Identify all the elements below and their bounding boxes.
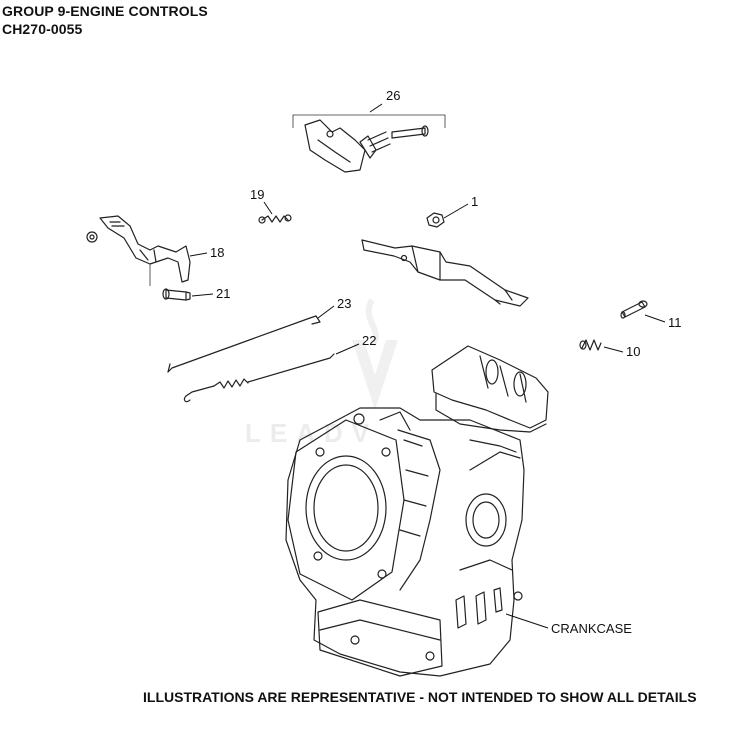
callout-10: 10 — [603, 344, 640, 359]
page-title: GROUP 9-ENGINE CONTROLS — [2, 3, 208, 19]
svg-text:1: 1 — [471, 194, 478, 209]
callout-19: 19 — [250, 187, 273, 215]
svg-text:10: 10 — [626, 344, 640, 359]
svg-text:26: 26 — [386, 88, 400, 103]
callout-11: 11 — [644, 314, 682, 330]
diagram-code: CH270-0055 — [2, 21, 83, 37]
part-1-nut — [426, 212, 445, 228]
callout-18: 18 — [189, 245, 224, 260]
footer-disclaimer: ILLUSTRATIONS ARE REPRESENTATIVE - NOT I… — [143, 689, 697, 705]
callout-1: 1 — [443, 194, 478, 219]
callout-crankcase: CRANKCASE — [505, 613, 632, 636]
throttle-bracket — [361, 239, 529, 307]
part-21-pin — [162, 288, 191, 301]
part-10-spring — [579, 339, 602, 351]
part-19-spring — [258, 214, 292, 224]
part-18-control-lever — [86, 215, 191, 286]
svg-text:23: 23 — [337, 296, 351, 311]
part-23-choke-rod — [167, 315, 321, 373]
callout-22: 22 — [335, 333, 376, 355]
svg-text:11: 11 — [668, 315, 682, 330]
part-26-governor-assembly — [292, 114, 446, 173]
svg-text:18: 18 — [210, 245, 224, 260]
callout-21: 21 — [191, 286, 230, 301]
callout-23: 23 — [317, 296, 351, 319]
part-11-bolt — [620, 300, 648, 319]
callout-26: 26 — [369, 88, 400, 113]
svg-text:22: 22 — [362, 333, 376, 348]
svg-text:CRANKCASE: CRANKCASE — [551, 621, 632, 636]
svg-text:21: 21 — [216, 286, 230, 301]
crankcase — [285, 345, 549, 677]
watermark: LEADV — [245, 298, 398, 448]
part-22-governor-link — [183, 353, 335, 403]
watermark-text: LEADV — [245, 418, 378, 448]
svg-text:19: 19 — [250, 187, 264, 202]
